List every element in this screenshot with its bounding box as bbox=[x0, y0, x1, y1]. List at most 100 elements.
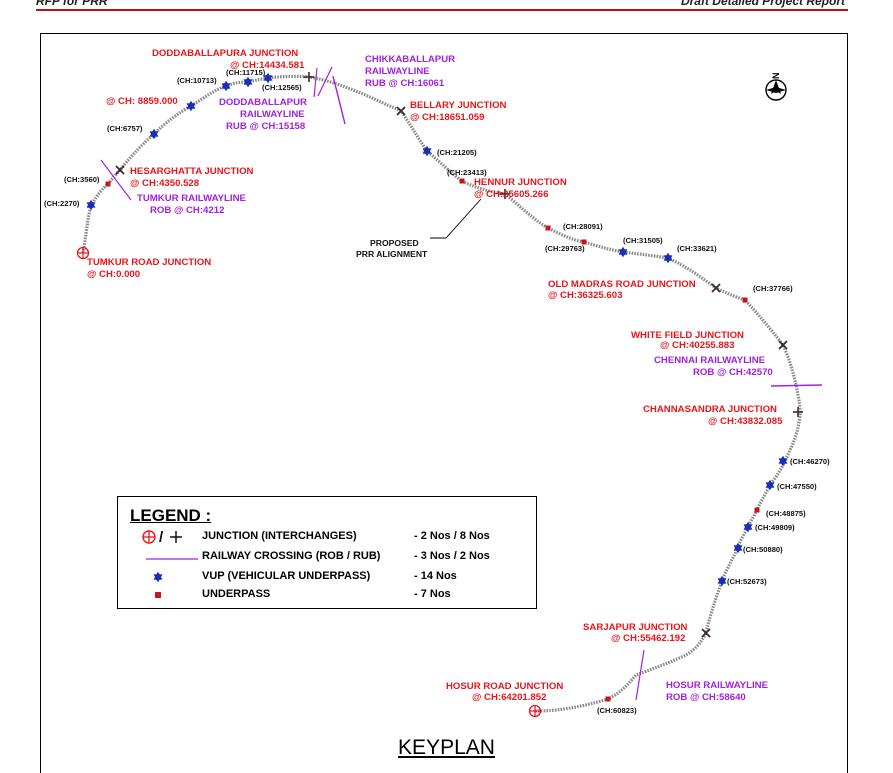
chainage-label: (CH:60823) bbox=[597, 706, 637, 715]
junction-chainage-old-madras-road: @ CH:36325.603 bbox=[548, 290, 622, 301]
legend-underpass-count: - 7 Nos bbox=[414, 588, 451, 600]
prr-alignment-label: PRR ALIGNMENT bbox=[356, 249, 428, 259]
legend-title: LEGEND : bbox=[130, 506, 212, 525]
railway-line-tumkur bbox=[100, 159, 132, 201]
vup-star-icon bbox=[733, 542, 743, 554]
junction-doddaballapura-icon bbox=[303, 71, 315, 83]
proposed-label: PROPOSED bbox=[370, 238, 419, 248]
header-left-text: RFP for PRR bbox=[36, 0, 108, 8]
junction-label-doddaballapura: DODDABALLAPURA JUNCTION bbox=[152, 48, 298, 59]
junction-chainage-hennur: @ CH:25605.266 bbox=[474, 189, 548, 200]
underpass-square-icon bbox=[754, 507, 760, 513]
underpass-square-icon bbox=[581, 239, 587, 245]
vup-star-icon bbox=[717, 575, 727, 587]
junction-chainage-hosur-road: @ CH:64201.852 bbox=[472, 692, 546, 703]
chainage-label: (CH:52673) bbox=[727, 577, 767, 586]
railway-label-doddaballapur-line: RAILWAYLINE bbox=[240, 109, 305, 120]
chainage-label: (CH:6757) bbox=[107, 124, 143, 133]
chainage-label: (CH:11715) bbox=[226, 68, 266, 77]
junction-hesarghatta-icon bbox=[115, 165, 125, 175]
railway-label-chikkaballapur-line: RAILWAYLINE bbox=[365, 66, 430, 77]
railway-label-doddaballapur: DODDABALLAPUR bbox=[219, 97, 307, 108]
header-rule bbox=[36, 9, 848, 11]
legend-vup-count: - 14 Nos bbox=[414, 570, 457, 582]
junction-label-hesarghatta: HESARGHATTA JUNCTION bbox=[130, 166, 254, 177]
legend-railway-count: - 3 Nos / 2 Nos bbox=[414, 550, 490, 562]
chainage-label: (CH:29763) bbox=[545, 244, 585, 253]
junction-label-tumkur-road: TUMKUR ROAD JUNCTION bbox=[87, 257, 211, 268]
railway-label-chikkaballapur: CHIKKABALLAPUR bbox=[365, 54, 455, 65]
chainage-label: (CH:12565) bbox=[262, 83, 302, 92]
junction-chainage-channasandra: @ CH:43832.085 bbox=[708, 416, 783, 427]
junction-tumkur-road-icon bbox=[76, 246, 90, 260]
junction-sarjapur-icon bbox=[701, 628, 711, 638]
legend: LEGEND : / JUNCTION (INTERCHANGES) - 2 N… bbox=[117, 496, 537, 609]
legend-row-underpass: UNDERPASS - 7 Nos bbox=[118, 586, 538, 604]
junction-hosur-road-icon bbox=[528, 704, 542, 718]
junction-label-bellary: BELLARY JUNCTION bbox=[410, 100, 507, 111]
chainage-label: (CH:31505) bbox=[623, 236, 663, 245]
junction-label-sarjapur: SARJAPUR JUNCTION bbox=[583, 622, 688, 633]
junction-icon: / bbox=[136, 528, 186, 546]
chainage-label: (CH:21205) bbox=[437, 148, 477, 157]
chainage-label: (CH:28091) bbox=[563, 222, 603, 231]
chainage-label: (CH:47550) bbox=[777, 482, 817, 491]
legend-junction-desc: JUNCTION (INTERCHANGES) bbox=[202, 530, 357, 542]
railway-line-icon bbox=[136, 548, 198, 566]
junction-chainage-white-field: @ CH:40255.883 bbox=[660, 340, 734, 351]
chainage-label-red: @ CH: 8859.000 bbox=[106, 96, 178, 107]
railway-line-chikkaballapur bbox=[332, 75, 346, 125]
legend-row-vup: VUP (VEHICULAR UNDERPASS) - 14 Nos bbox=[118, 568, 538, 586]
chainage-label: (CH:10713) bbox=[177, 76, 217, 85]
underpass-square-icon bbox=[742, 297, 748, 303]
railway-label-hosur: HOSUR RAILWAYLINE bbox=[666, 680, 769, 691]
legend-junction-slash: / bbox=[159, 529, 164, 546]
keyplan-title: KEYPLAN bbox=[398, 736, 495, 759]
junction-label-old-madras-road: OLD MADRAS ROAD JUNCTION bbox=[548, 279, 696, 290]
junction-chainage-hesarghatta: @ CH:4350.528 bbox=[130, 178, 200, 189]
chainage-label: (CH:49809) bbox=[755, 523, 795, 532]
legend-vup-desc: VUP (VEHICULAR UNDERPASS) bbox=[202, 570, 371, 582]
chainage-label: (CH:2270) bbox=[44, 199, 80, 208]
legend-row-railway: RAILWAY CROSSING (ROB / RUB) - 3 Nos / 2… bbox=[118, 548, 538, 566]
junction-label-hennur: HENNUR JUNCTION bbox=[474, 177, 567, 188]
header-right-text: Draft Detailed Project Report bbox=[680, 0, 845, 8]
vup-star-icon bbox=[778, 455, 788, 467]
junction-chainage-doddaballapura: @ CH:14434.581 bbox=[230, 60, 305, 71]
map-frame bbox=[40, 33, 848, 773]
railway-label-tumkur-rob: ROB @ CH:4212 bbox=[150, 205, 224, 216]
chainage-label: (CH:37766) bbox=[753, 284, 793, 293]
underpass-square-icon bbox=[545, 225, 551, 231]
north-arrow-icon bbox=[765, 79, 787, 101]
legend-junction-count: - 2 Nos / 8 Nos bbox=[414, 530, 490, 542]
legend-underpass-desc: UNDERPASS bbox=[202, 588, 271, 600]
railway-label-chennai: CHENNAI RAILWAYLINE bbox=[654, 355, 766, 366]
chainage-label: (CH:23413) bbox=[447, 168, 487, 177]
underpass-square-icon bbox=[105, 181, 111, 187]
chainage-label: (CH:46270) bbox=[790, 457, 830, 466]
railway-label-doddaballapur-rub: RUB @ CH:15158 bbox=[226, 121, 306, 132]
railway-line-doddaballapur bbox=[313, 67, 318, 98]
railway-label-tumkur: TUMKUR RAILWAYLINE bbox=[137, 193, 247, 204]
chainage-label: (CH:3560) bbox=[64, 175, 100, 184]
junction-label-channasandra: CHANNASANDRA JUNCTION bbox=[643, 404, 777, 415]
junction-label-hosur-road: HOSUR ROAD JUNCTION bbox=[446, 681, 563, 692]
vup-star-icon bbox=[136, 568, 186, 586]
legend-row-junction: / JUNCTION (INTERCHANGES) - 2 Nos / 8 No… bbox=[118, 528, 538, 546]
railway-label-chennai-rob: ROB @ CH:42570 bbox=[693, 367, 773, 378]
north-label: N bbox=[771, 73, 781, 80]
junction-white-field-icon bbox=[778, 340, 788, 350]
railway-label-hosur-rob: ROB @ CH:58640 bbox=[666, 692, 746, 703]
chainage-label: (CH:50880) bbox=[743, 545, 783, 554]
underpass-square-icon bbox=[136, 586, 186, 604]
railway-line-hosur bbox=[635, 649, 645, 701]
chainage-label: (CH:33621) bbox=[677, 244, 717, 253]
railway-line-chennai bbox=[770, 384, 823, 387]
chainage-label: (CH:48875) bbox=[766, 509, 806, 518]
junction-chainage-bellary: @ CH:18651.059 bbox=[410, 112, 484, 123]
legend-railway-desc: RAILWAY CROSSING (ROB / RUB) bbox=[202, 550, 381, 562]
underpass-square-icon bbox=[459, 178, 465, 184]
junction-chainage-tumkur-road: @ CH:0.000 bbox=[87, 269, 140, 280]
junction-label-white-field: WHITE FIELD JUNCTION bbox=[631, 330, 744, 341]
